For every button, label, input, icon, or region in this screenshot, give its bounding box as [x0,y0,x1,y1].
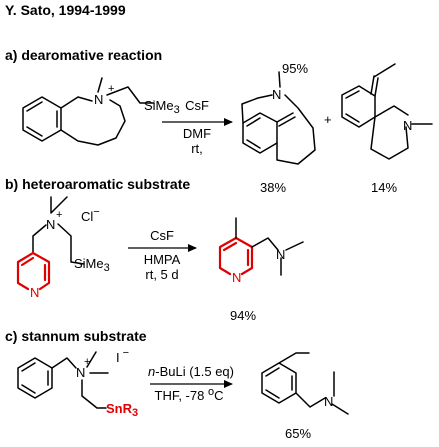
section-a-plus: + [324,112,332,127]
section-c-conditions: THF, -78 oC [155,386,224,403]
sm-c-n-substituents [81,351,109,409]
p-c-methyl [278,352,310,364]
sm-b-pyridine-double-bonds [20,256,47,282]
section-a-heading: a) dearomative reaction [5,47,162,63]
section-b-solvent: HMPA [144,252,181,267]
section-a-conditions: rt, [191,141,203,156]
section-a-reagent: CsF [185,98,209,113]
p2-a-azepane [370,105,433,160]
p-b-pyridine-ring [218,236,254,276]
sm-c-benzene-ring [17,357,53,399]
p-c-n-label: N [324,394,333,409]
p-c-ch2-nme2 [295,371,349,415]
sm-c-iodide: I− [116,347,129,365]
sm-c-stannyl-label: SnR3 [106,401,138,419]
sm-b-ch2-tms [57,223,85,265]
sm-b-pyridine-n: N [30,285,39,300]
sm-a-n-label: N [94,92,103,107]
sm-b-pyridine-ring [16,251,51,291]
p2-a-n-label: N [403,118,412,133]
sm-a-benzene-double-bonds [26,101,58,137]
sm-b-n-methyls [50,196,68,214]
sm-a-tms-label: SiMe3 [144,98,180,116]
sm-c-benzene-double-bonds [21,362,49,394]
section-b-yield: 94% [230,308,256,323]
sm-a-plus-charge: + [108,83,114,95]
section-c-heading: c) stannum substrate [5,328,147,344]
p1-a-n-methyl [278,71,281,88]
section-c-yield: 65% [285,426,311,441]
sm-a-benzene-ring [22,96,62,142]
p1-a-six-ring [242,112,278,154]
p1-a-ring-double-bonds [246,117,261,149]
p2-a-ring-double-bonds [345,90,360,123]
p-c-benzene-double-bonds [265,367,293,399]
p1-a-selectivity: 95% [282,61,308,76]
sm-c-ch2-n [51,357,77,369]
p1-a-ring-chain [276,94,316,165]
sm-b-plus-charge: + [56,209,62,221]
scheme-title: Y. Sato, 1994-1999 [5,2,126,18]
section-a-yield-2: 14% [371,180,397,195]
section-b-heading: b) heteroaromatic substrate [5,176,190,192]
section-a-solvent: DMF [183,126,211,141]
section-b-reagent: CsF [150,228,174,243]
section-a-yield-1: 38% [260,180,286,195]
sm-a-n-methyl [97,77,103,93]
p-b-pyridine-n: N [232,270,241,285]
section-b-conditions: rt, 5 d [145,267,178,282]
sm-b-n-label: N [46,217,55,232]
section-c-reagent: n-BuLi (1.5 eq) [148,364,234,379]
sm-b-chloride: Cl− [81,206,100,224]
section-a-product-2: N [341,63,433,160]
p2-a-exo-methylene [370,63,396,97]
sm-a-ch2-n-bond [60,96,93,109]
sm-b-ch2-pyridine [32,224,47,254]
sm-b-tms-label: SiMe3 [74,256,110,274]
sm-c-plus-charge: + [84,356,90,368]
p-b-ch2-nme2 [251,237,304,276]
section-a-starting-material: N + SiMe3 [22,77,180,146]
p1-a-exo-methylene [276,112,296,127]
p-b-n-label: N [276,247,285,262]
p1-a-ch2-n [241,94,273,124]
section-c-starting-material: N + I− SnR3 [17,347,138,419]
sm-a-ch2-tms [106,86,155,104]
section-b-starting-material: N + Cl− SiMe3 N [16,196,110,300]
p1-a-n-label: N [272,87,281,102]
sm-c-n-label: N [76,365,85,380]
p-c-benzene-ring [261,362,297,404]
section-a-product-1: N 95% [241,61,316,165]
p-b-pyridine-double-bonds [222,241,250,267]
section-c-product: N [261,352,349,415]
sm-a-ring-chain [60,99,126,146]
section-b-product: N N [218,217,304,285]
